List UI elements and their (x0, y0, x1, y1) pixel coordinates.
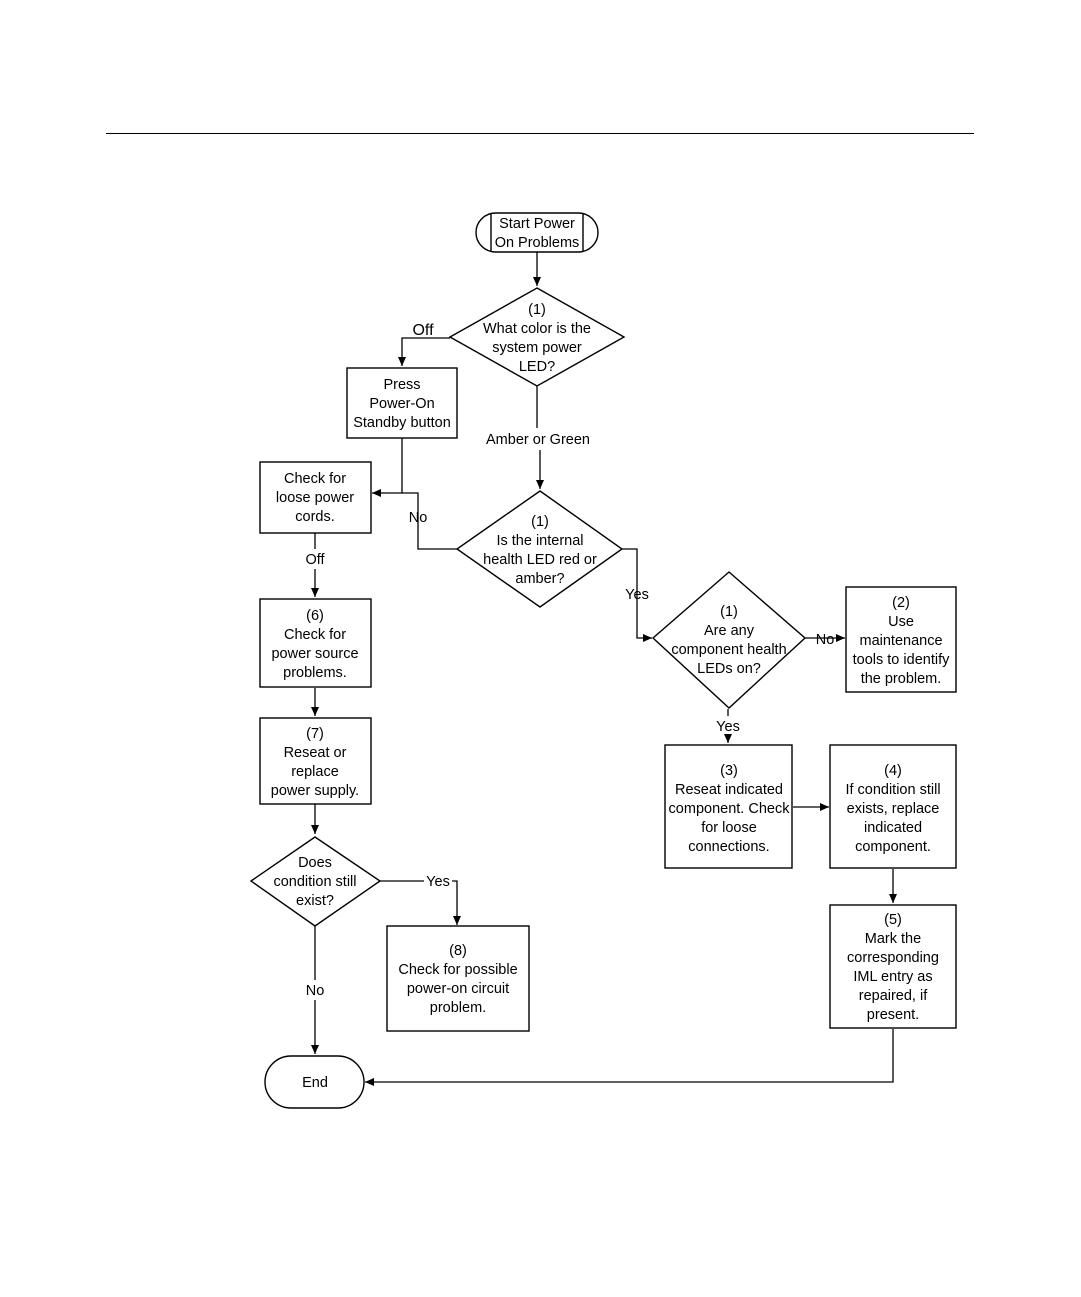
mark-line-5: repaired, if (859, 988, 928, 1004)
label-no-component: No (816, 632, 835, 648)
label-off-cords: Off (305, 552, 325, 568)
press-line-2: Power-On (369, 396, 434, 412)
q3-line-4: LEDs on? (697, 661, 761, 677)
node-check-power-source: (6) Check for power source problems. (259, 598, 372, 688)
tools-line-1: (2) (892, 595, 910, 611)
edge-q4-yes-to-circuit (452, 880, 461, 925)
psu-line-4: power supply. (271, 783, 359, 799)
source-line-4: problems. (283, 665, 347, 681)
node-check-circuit: (8) Check for possible power-on circuit … (386, 925, 530, 1032)
node-q-component-leds: (1) Are any component health LEDs on? (651, 571, 807, 709)
reseat-line-1: (3) (720, 763, 738, 779)
cords-line-2: loose power (276, 490, 354, 506)
q1-line-3: system power (492, 340, 582, 356)
source-line-3: power source (271, 646, 358, 662)
mark-line-4: IML entry as (853, 969, 932, 985)
psu-line-3: replace (291, 764, 339, 780)
mark-line-2: Mark the (865, 931, 921, 947)
end-label: End (302, 1075, 328, 1091)
replace-line-4: indicated (864, 820, 922, 836)
replace-line-5: component. (855, 839, 931, 855)
q1-line-4: LED? (519, 359, 555, 375)
q4-line-2: condition still (273, 874, 356, 890)
replace-line-3: exists, replace (847, 801, 940, 817)
edge-q2-yes-to-q3 (621, 548, 652, 642)
q4-line-1: Does (298, 855, 332, 871)
connectors (311, 252, 897, 1086)
q3-line-1: (1) (720, 604, 738, 620)
source-line-2: Check for (284, 627, 346, 643)
mark-line-3: corresponding (847, 950, 939, 966)
tools-line-4: tools to identify (853, 652, 950, 668)
label-yes-condition: Yes (426, 874, 450, 890)
label-yes-internal: Yes (625, 587, 649, 603)
node-reseat-component: (3) Reseat indicated component. Check fo… (664, 744, 793, 869)
label-yes-component: Yes (716, 719, 740, 735)
mark-line-6: present. (867, 1007, 919, 1023)
reseat-line-3: component. Check (669, 801, 791, 817)
node-q-condition-exists: Does condition still exist? (249, 836, 382, 927)
q3-line-2: Are any (704, 623, 755, 639)
edge-q2-no-to-cords (402, 492, 457, 550)
reseat-line-2: Reseat indicated (675, 782, 783, 798)
circuit-line-4: problem. (430, 1000, 486, 1016)
node-end: End (264, 1055, 365, 1109)
node-reseat-power-supply: (7) Reseat or replace power supply. (259, 717, 372, 805)
tools-line-5: the problem. (861, 671, 942, 687)
edge-q1-off-to-press (398, 337, 450, 366)
edge-mark-to-end (365, 1029, 894, 1086)
psu-line-1: (7) (306, 726, 324, 742)
q1-line-1: (1) (528, 302, 546, 318)
replace-line-1: (4) (884, 763, 902, 779)
label-no-condition: No (306, 983, 325, 999)
reseat-line-5: connections. (688, 839, 769, 855)
tools-line-3: maintenance (859, 633, 942, 649)
q1-line-2: What color is the (483, 321, 591, 337)
q2-line-1: (1) (531, 514, 549, 530)
cords-line-3: cords. (295, 509, 335, 525)
q2-line-2: Is the internal (496, 533, 583, 549)
circuit-line-1: (8) (449, 943, 467, 959)
q3-line-3: component health (671, 642, 786, 658)
replace-line-2: If condition still (845, 782, 940, 798)
label-off-top: Off (412, 322, 434, 339)
cords-line-1: Check for (284, 471, 346, 487)
node-maintenance-tools: (2) Use maintenance tools to identify th… (845, 586, 957, 693)
edge-press-to-cords (372, 438, 403, 497)
q2-line-4: amber? (515, 571, 564, 587)
press-line-3: Standby button (353, 415, 451, 431)
node-check-cords: Check for loose power cords. (259, 461, 372, 534)
label-amber-green: Amber or Green (486, 432, 590, 448)
node-q-internal-health: (1) Is the internal health LED red or am… (455, 490, 624, 608)
circuit-line-3: power-on circuit (407, 981, 509, 997)
tools-line-2: Use (888, 614, 914, 630)
label-no-internal: No (409, 510, 428, 526)
node-q-led-color: (1) What color is the system power LED? (448, 287, 626, 387)
node-start: Start Power On Problems (475, 212, 599, 253)
mark-line-1: (5) (884, 912, 902, 928)
reseat-line-4: for loose (701, 820, 757, 836)
node-mark-iml: (5) Mark the corresponding IML entry as … (829, 904, 957, 1029)
start-line-1: Start Power (499, 216, 575, 232)
circuit-line-2: Check for possible (398, 962, 517, 978)
edge-labels: Off Amber or Green No Off Yes No Yes Yes… (305, 322, 834, 999)
q2-line-3: health LED red or (483, 552, 597, 568)
press-line-1: Press (383, 377, 420, 393)
node-replace-component: (4) If condition still exists, replace i… (829, 744, 957, 869)
psu-line-2: Reseat or (284, 745, 347, 761)
node-press-power: Press Power-On Standby button (346, 367, 458, 439)
start-line-2: On Problems (495, 235, 580, 251)
q4-line-3: exist? (296, 893, 334, 909)
source-line-1: (6) (306, 608, 324, 624)
header-rule (106, 133, 974, 134)
